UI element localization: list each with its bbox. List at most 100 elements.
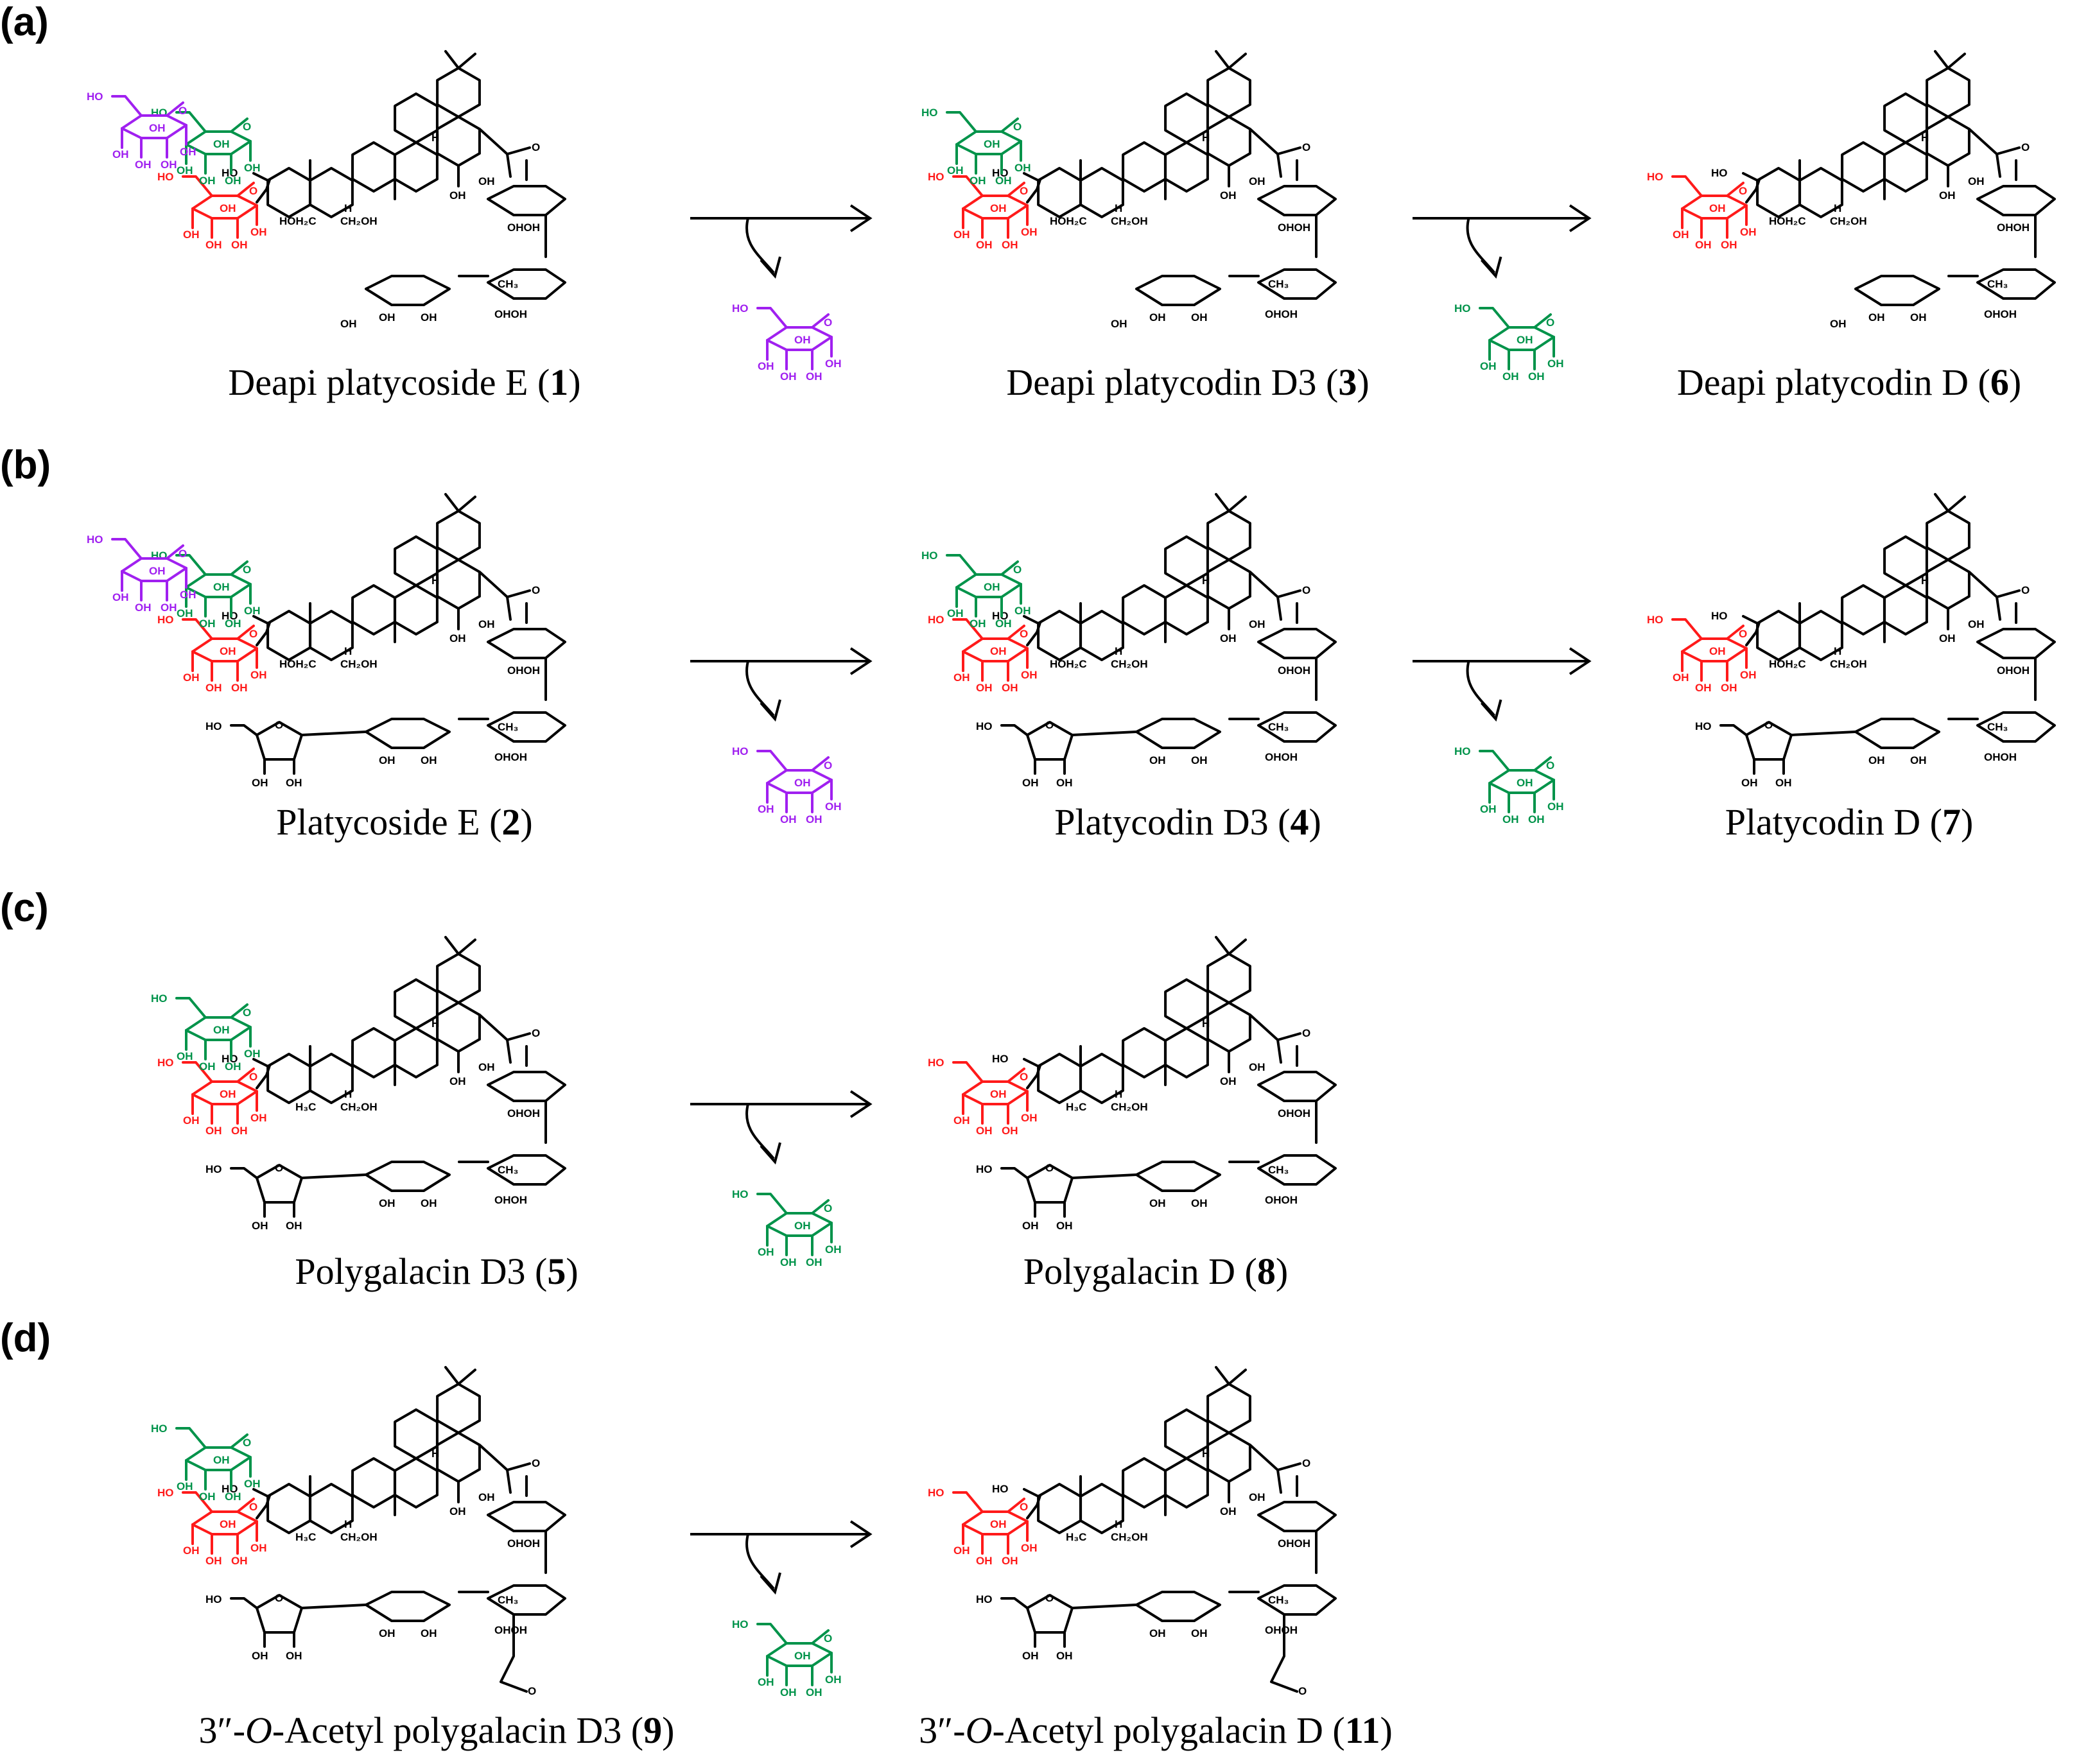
carbonyl-oxygen-label: O [2021,584,2030,596]
compound-caption: Polygalacin D3 (5) [295,1250,578,1292]
reaction-arrow [690,1520,873,1595]
hydroxyl-label: OH [1741,777,1758,789]
aglycone-ring-1 [266,1483,311,1534]
furanose-bond [1000,1597,1029,1609]
methyl-bond [444,936,460,955]
ring-oxygen-label: O [1546,759,1554,772]
hydroxyl-label: OH [225,618,241,630]
aglycone-ring-5 [436,1431,481,1483]
hydroxyl-label: OH [1111,318,1127,330]
aglycone-ring-5 [1206,116,1251,167]
hydroxyl-label: HO [992,610,1009,622]
hydroxyl-label: OH [1191,311,1208,324]
aglycone-ring-1 [1756,610,1801,661]
hydrogen-label: H [344,1518,352,1530]
sugar-bond [182,618,213,640]
hydroxyl-label: OHOH [1278,664,1310,677]
methyl-bond [1934,493,1949,512]
hydroxyl-label: OH [1022,777,1039,789]
hydroxyl-label: OH [478,1061,495,1073]
rhamnose-ring [487,1154,566,1186]
aglycone-ring-3 [351,141,396,193]
hydroxyl-label: OH [758,803,774,815]
methyl-label: CH₃ [498,1594,518,1606]
arabinose-ring [1976,185,2056,216]
hydroxyl-label: OHOH [1265,1624,1298,1636]
hydroxyl-label: OH [758,1676,774,1688]
sugar-bond [1000,560,1019,576]
hydrogen-label: H [431,1017,439,1030]
ring-oxygen-label: O [1546,316,1554,329]
sugar-bond [952,175,984,197]
ring-oxygen-label: O [1020,628,1028,640]
methyl-label: H₃C [295,1531,316,1543]
furanose-bond [1719,724,1748,736]
sugar-bond [1533,313,1552,329]
aglycone-ring-e [436,510,481,561]
hydroxyl-label: OH [244,1048,261,1060]
carbonyl-oxygen-label: O [1302,141,1310,153]
carbonyl-oxygen-label: O [532,1457,540,1469]
hydroxyl-label: OH [421,1197,437,1209]
aglycone-ring-4 [1164,1457,1209,1509]
hydroxyl-label: OH [1220,632,1237,644]
aglycone-ring-e [1926,510,1970,561]
hydroxyl-label: OH [225,175,241,187]
glycosidic-bond [1026,621,1041,646]
aglycone-ring-3 [351,1457,396,1509]
ring-oxygen-label: O [249,185,257,197]
sugar-bond [811,1199,830,1215]
hydroxyl-label: OH [1695,239,1712,251]
glycosidic-bond [300,1173,367,1179]
aglycone-ring-4 [1164,141,1209,193]
panel-label-d: (d) [0,1316,51,1360]
hydrogen-label: H [1115,1088,1122,1100]
hydroxyl-label: OH [250,226,267,238]
hydroxyl-label: OH [213,1454,230,1466]
hydrogen-label: H [1834,202,1841,214]
acetyl-bond [500,1613,528,1693]
sugar-bond [166,101,184,117]
glycosidic-bond [256,1494,271,1519]
hydroxyl-label: OH [990,1088,1007,1100]
sugar-bond [111,95,143,117]
rhamnose-ring [1257,268,1337,300]
glycosidic-bond [1790,731,1857,736]
sugar-bond [1479,307,1510,329]
hydroxyl-label: OHOH [494,1194,527,1206]
aglycone-ring-1 [1037,610,1082,661]
hydroxyl-label: OHOH [507,221,540,234]
hydroxyl-label: OHOH [494,751,527,763]
hydroxyl-label: OHOH [1997,664,2030,677]
hydroxyl-bond [1023,1488,1040,1498]
sugar-bond [1671,618,1703,640]
methyl-bond [444,1366,460,1385]
rhamnose-ring [487,268,566,300]
ring-oxygen-label: O [275,1592,283,1604]
aglycone-ring-e [1206,1383,1251,1434]
hydrogen-label: H [344,645,352,657]
ring-oxygen-label: O [275,1162,283,1174]
hydroxyl-label: HO [1454,302,1471,315]
hydroxymethyl-label: CH₂OH [340,1101,378,1113]
hydroxyl-label: HO [1711,167,1728,179]
hydroxymethyl-label: CH₂OH [1830,658,1867,670]
aglycone-ring-d-upper [394,92,439,144]
hydroxyl-label: OH [1528,813,1545,826]
hydroxyl-label: OH [379,1627,396,1639]
hydroxyl-label: OH [970,618,986,630]
aglycone-ring-e [1206,510,1251,561]
hydroxyl-label: OH [220,1088,236,1100]
compound-caption: 3″-O-Acetyl polygalacin D (11) [919,1709,1393,1751]
carbonyl-bond [1968,128,2021,155]
hydroxyl-label: OH [1220,1505,1237,1518]
aglycone-ring-d-upper [1164,978,1209,1030]
